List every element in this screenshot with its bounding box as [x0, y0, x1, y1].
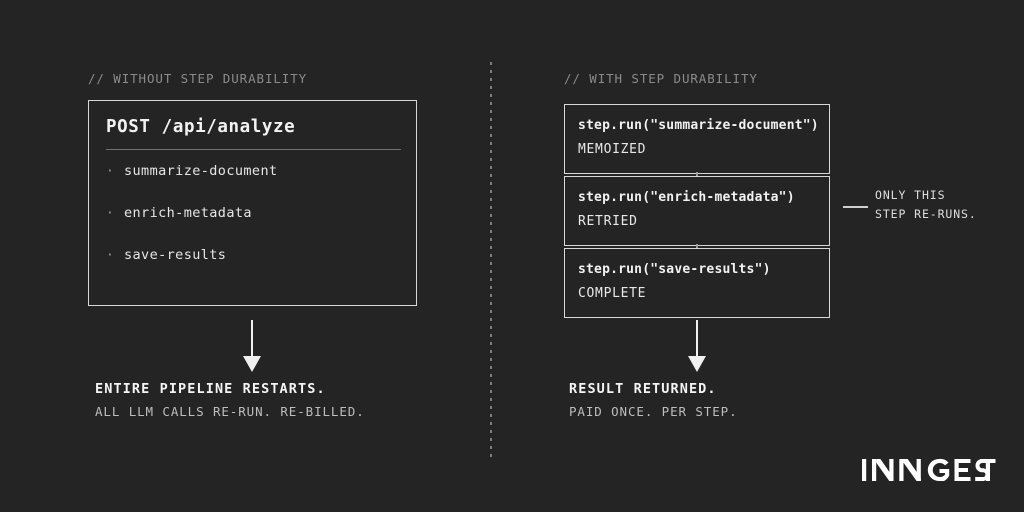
step-status-badge: COMPLETE — [578, 286, 647, 301]
column-divider — [490, 62, 492, 462]
annotation-line-2: STEP RE-RUNS. — [875, 207, 977, 221]
right-outcome-caption: RESULT RETURNED. PAID ONCE. PER STEP. — [569, 381, 738, 419]
bullet-icon: · — [106, 164, 115, 179]
monolithic-request-box: POST /api/analyze · summarize-document ·… — [88, 100, 417, 306]
bullet-icon: · — [106, 248, 115, 263]
step-connector — [696, 244, 698, 248]
list-item-label: enrich-metadata — [124, 205, 252, 221]
down-arrow-icon — [686, 320, 708, 372]
caption-subline: ALL LLM CALLS RE-RUN. RE-BILLED. — [95, 404, 365, 419]
caption-headline: RESULT RETURNED. — [569, 381, 717, 397]
step-box-retried: step.run("enrich-metadata") RETRIED — [564, 176, 830, 246]
arrow-head — [688, 356, 706, 372]
title-divider-rule — [106, 149, 401, 150]
arrow-shaft — [696, 320, 698, 358]
annotation-line-1: ONLY THIS — [875, 188, 946, 202]
annotation-leader-line — [843, 206, 868, 208]
step-box-memoized: step.run("summarize-document") MEMOIZED — [564, 104, 830, 174]
list-item-label: summarize-document — [124, 163, 278, 179]
step-status-badge: RETRIED — [578, 214, 638, 229]
annotation-callout: ONLY THIS STEP RE-RUNS. — [875, 186, 977, 224]
caption-subline: PAID ONCE. PER STEP. — [569, 404, 738, 419]
arrow-head — [243, 356, 261, 372]
inngest-logo — [862, 458, 996, 481]
step-code-label: step.run("save-results") — [578, 262, 771, 277]
left-column-comment: // WITHOUT STEP DURABILITY — [88, 71, 308, 86]
list-item: · summarize-document — [106, 163, 401, 205]
list-item: · save-results — [106, 247, 401, 289]
left-outcome-caption: ENTIRE PIPELINE RESTARTS. ALL LLM CALLS … — [95, 381, 365, 419]
right-column-comment: // WITH STEP DURABILITY — [564, 71, 758, 86]
step-connector — [696, 172, 698, 176]
step-status-badge: MEMOIZED — [578, 142, 647, 157]
list-item-label: save-results — [124, 247, 227, 263]
bullet-icon: · — [106, 206, 115, 221]
step-code-label: step.run("enrich-metadata") — [578, 190, 795, 205]
caption-headline: ENTIRE PIPELINE RESTARTS. — [95, 381, 326, 397]
step-box-complete: step.run("save-results") COMPLETE — [564, 248, 830, 318]
pipeline-step-list: · summarize-document · enrich-metadata ·… — [106, 163, 401, 289]
request-endpoint-title: POST /api/analyze — [106, 117, 296, 137]
arrow-shaft — [251, 320, 253, 358]
list-item: · enrich-metadata — [106, 205, 401, 247]
step-code-label: step.run("summarize-document") — [578, 118, 819, 133]
down-arrow-icon — [241, 320, 263, 372]
